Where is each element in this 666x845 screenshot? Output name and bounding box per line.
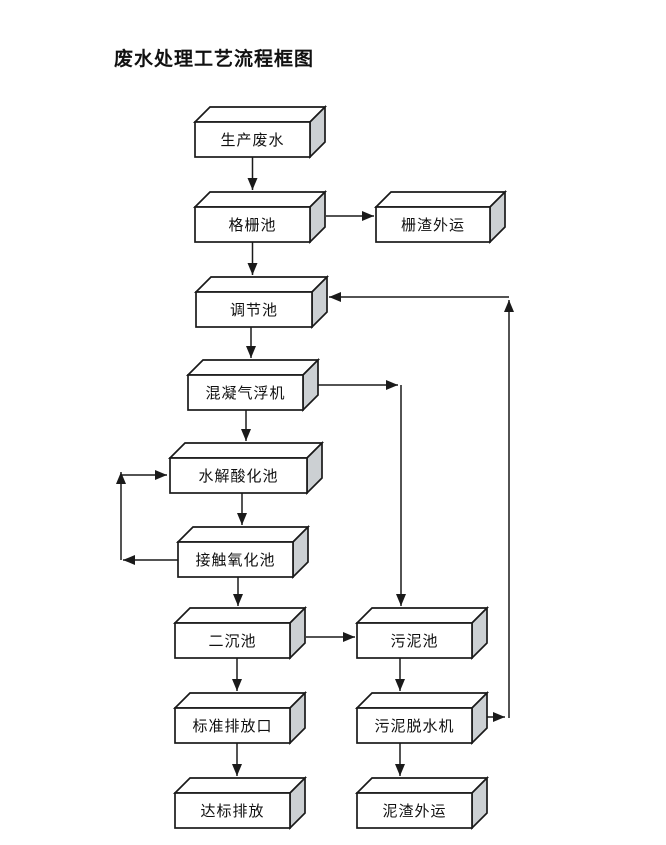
box-top-face — [175, 526, 311, 543]
node-label: 接触氧化池 — [195, 552, 275, 569]
box-front-face — [356, 622, 473, 659]
box-front-face — [356, 792, 473, 829]
node-label: 格栅池 — [228, 217, 276, 234]
node-label: 栅渣外运 — [401, 217, 465, 234]
node-label: 水解酸化池 — [198, 468, 278, 485]
flow-node-screen-residue-out: 栅渣外运 — [373, 189, 508, 245]
box-top-face — [193, 276, 330, 293]
flow-node-contact-oxidation-pool: 接触氧化池 — [175, 524, 311, 580]
flow-node-production-wastewater: 生产废水 — [192, 104, 328, 160]
box-front-face — [187, 374, 304, 411]
flow-node-hydrolysis-acidification-pool: 水解酸化池 — [167, 440, 325, 496]
box-top-face — [192, 106, 328, 123]
flow-node-sludge-residue-out: 泥渣外运 — [354, 775, 490, 831]
node-label: 二沉池 — [208, 633, 256, 650]
box-top-face — [167, 442, 325, 459]
node-label: 标准排放口 — [192, 718, 272, 735]
box-front-face — [174, 622, 291, 659]
box-top-face — [172, 607, 308, 624]
box-front-face — [194, 121, 311, 158]
node-label: 混凝气浮机 — [205, 385, 285, 402]
page-title: 废水处理工艺流程框图 — [114, 49, 315, 70]
box-top-face — [192, 191, 328, 208]
flow-node-standard-discharge-outlet: 标准排放口 — [172, 690, 308, 746]
flow-node-coagulation-air-flotation: 混凝气浮机 — [185, 357, 321, 413]
node-label: 生产废水 — [220, 132, 284, 149]
box-top-face — [185, 359, 321, 376]
box-front-face — [194, 206, 311, 243]
box-front-face — [174, 792, 291, 829]
flow-node-standard-discharge: 达标排放 — [172, 775, 308, 831]
node-label: 泥渣外运 — [382, 803, 446, 820]
flow-node-sludge-pool: 污泥池 — [354, 605, 490, 661]
box-front-face — [356, 707, 473, 744]
flow-node-regulating-pool: 调节池 — [193, 274, 330, 330]
box-top-face — [354, 777, 490, 794]
flow-node-sludge-dewatering-machine: 污泥脱水机 — [354, 690, 490, 746]
box-front-face — [177, 541, 294, 578]
node-label: 达标排放 — [200, 803, 264, 820]
node-label: 调节池 — [230, 302, 278, 319]
node-label: 污泥池 — [390, 633, 438, 650]
box-top-face — [354, 692, 490, 709]
flow-node-grid-pool: 格栅池 — [192, 189, 328, 245]
box-top-face — [172, 692, 308, 709]
box-front-face — [195, 291, 313, 328]
flow-node-secondary-sedimentation-pool: 二沉池 — [172, 605, 308, 661]
box-front-face — [169, 457, 308, 494]
box-front-face — [375, 206, 491, 243]
box-top-face — [172, 777, 308, 794]
node-label: 污泥脱水机 — [374, 718, 454, 735]
box-top-face — [373, 191, 508, 208]
box-top-face — [354, 607, 490, 624]
box-front-face — [174, 707, 291, 744]
